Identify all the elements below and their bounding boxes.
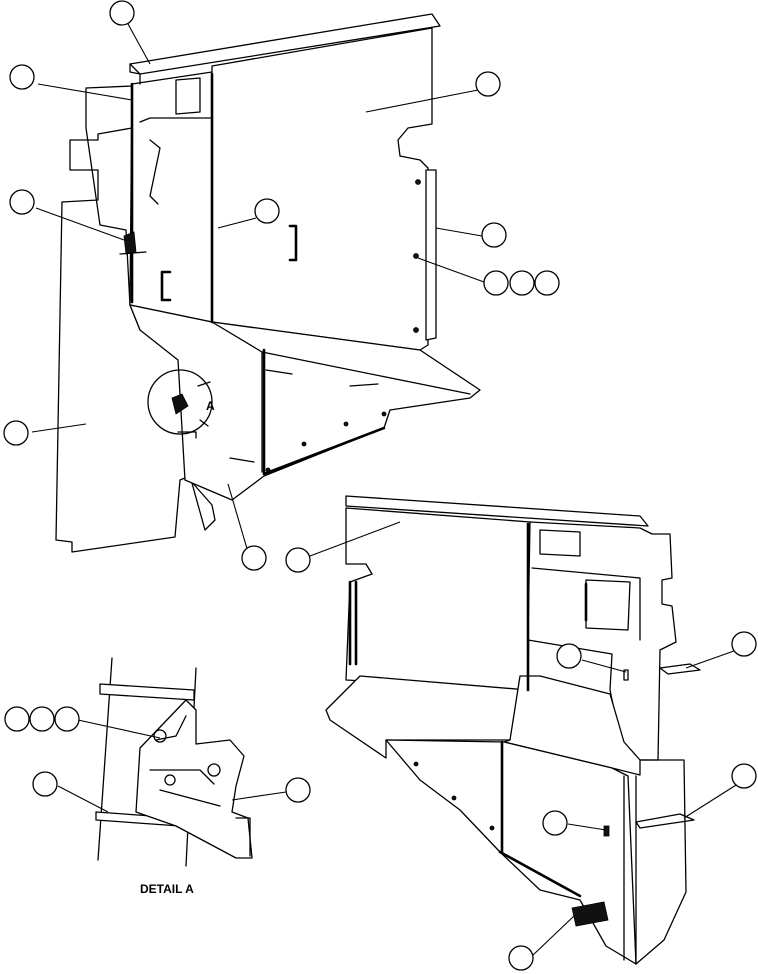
callout-balloon [285, 547, 311, 573]
upper-assembly: A [55, 13, 481, 553]
detail-a-view [95, 657, 253, 867]
callout-balloon [509, 270, 535, 296]
callout-balloon [481, 222, 507, 248]
callout-balloon [542, 810, 568, 836]
lower-front-panel [385, 739, 637, 965]
detail-latch-body [135, 699, 253, 859]
detail-a-marker [147, 369, 213, 435]
lower-top-rail [345, 495, 649, 527]
upper-top-rail [129, 13, 441, 75]
callout-balloon [475, 71, 501, 97]
callout-balloon [32, 771, 58, 797]
callout-balloon [508, 945, 534, 971]
callout-balloon [241, 545, 267, 571]
lower-right-box [527, 521, 677, 761]
upper-main-panel [211, 27, 433, 351]
callout-balloon [731, 763, 757, 789]
upper-right-strip [425, 169, 437, 341]
handle [160, 270, 172, 302]
callout-balloon [254, 198, 280, 224]
callout-balloon [731, 631, 757, 657]
callout-balloon [4, 706, 30, 732]
callout-balloon [534, 270, 560, 296]
lower-left-panel [345, 507, 531, 691]
bottom-block [571, 901, 609, 927]
callout-balloon [109, 0, 135, 26]
callout-balloon [285, 777, 311, 803]
callout-balloons [3, 0, 757, 971]
callout-leaders [31, 23, 749, 957]
callout-balloon [483, 270, 509, 296]
handle [288, 224, 298, 262]
detail-a-caption: DETAIL A [140, 882, 194, 896]
callout-balloon [29, 706, 55, 732]
view-marker-a: A [206, 399, 215, 413]
lower-tray [325, 675, 529, 759]
callout-balloon [9, 189, 35, 215]
latch [123, 231, 137, 255]
callout-balloon [556, 643, 582, 669]
lower-assembly [325, 495, 701, 965]
callout-balloon [54, 706, 80, 732]
callout-balloon [9, 64, 35, 90]
callout-balloon [3, 420, 29, 446]
left-vertical-strip [348, 580, 358, 666]
